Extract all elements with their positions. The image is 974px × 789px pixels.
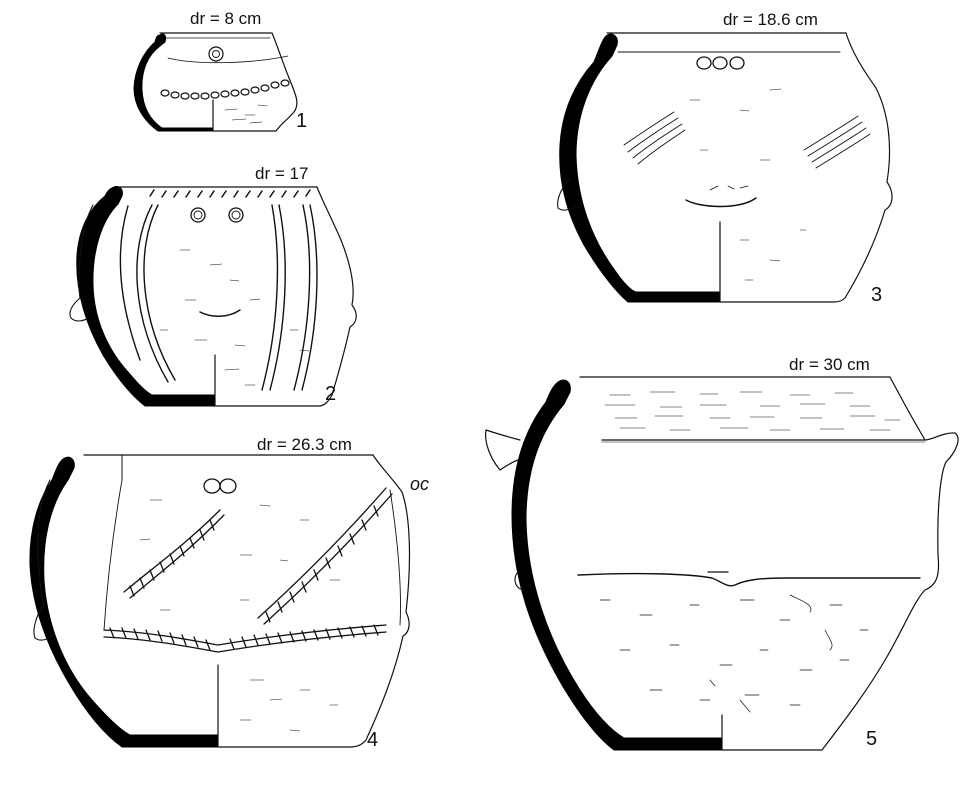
vessel-3-outline [719, 32, 893, 303]
vessel-3-number: 3 [871, 284, 883, 306]
vessel-5-handle-left [485, 429, 521, 471]
vessel-3-knobs [696, 56, 745, 70]
vessel-1-number: 1 [296, 110, 308, 132]
vessel-1-rope-band [160, 79, 290, 100]
vessel-3-incisions-right [803, 115, 871, 169]
vessel-4-knob-detail: o [410, 474, 420, 494]
vessel-5-shoulder-line [577, 572, 921, 587]
vessel-1-outline [212, 32, 298, 132]
vessel-2-handle-left [69, 204, 94, 322]
vessel-4-section [29, 456, 219, 748]
vessel-1-diameter-label: dr = 8 cm [190, 9, 262, 28]
vessel-4-knob [203, 478, 221, 494]
vessel-5 [485, 376, 959, 751]
vessel-2-knob-left [190, 207, 206, 223]
vessel-2-rim-notches [149, 189, 311, 198]
vessel-4-handle-left [33, 479, 55, 641]
vessel-3-incisions-left [623, 111, 686, 165]
vessel-4-rope-band [103, 624, 387, 653]
vessel-2-diameter-label: dr = 17 [255, 164, 309, 183]
vessel-3-handle-left [557, 177, 577, 211]
vessel-5-outline [721, 376, 959, 751]
vessel-3-lug [685, 197, 757, 208]
vessel-2-number: 2 [325, 383, 337, 405]
vessel-2 [69, 185, 357, 407]
vessel-4-rope-diagonal-2 [257, 487, 393, 625]
vessel-5-section [511, 379, 723, 751]
svg-text:c: c [420, 474, 429, 494]
vessel-2-lug [199, 309, 241, 317]
vessel-3-diameter-label: dr = 18.6 cm [723, 10, 818, 29]
vessel-2-vertical-grooves [119, 204, 318, 391]
vessel-1-knob [208, 46, 224, 62]
vessel-1-section [133, 33, 214, 132]
vessel-3-section [559, 33, 721, 303]
vessel-2-outline [214, 186, 357, 407]
vessel-3 [557, 32, 893, 303]
vessel-1 [133, 32, 298, 132]
vessel-2-knob-right [228, 207, 244, 223]
vessel-5-neck-striations [604, 391, 901, 431]
vessel-4-number: 4 [367, 729, 379, 751]
vessel-4-diameter-label: dr = 26.3 cm [257, 435, 352, 454]
vessel-5-diameter-label: dr = 30 cm [789, 355, 870, 374]
vessel-4: o c [29, 454, 429, 748]
vessel-5-number: 5 [866, 728, 878, 750]
vessel-4-rope-diagonal-1 [123, 509, 225, 599]
vessel-4-outline [217, 454, 411, 748]
